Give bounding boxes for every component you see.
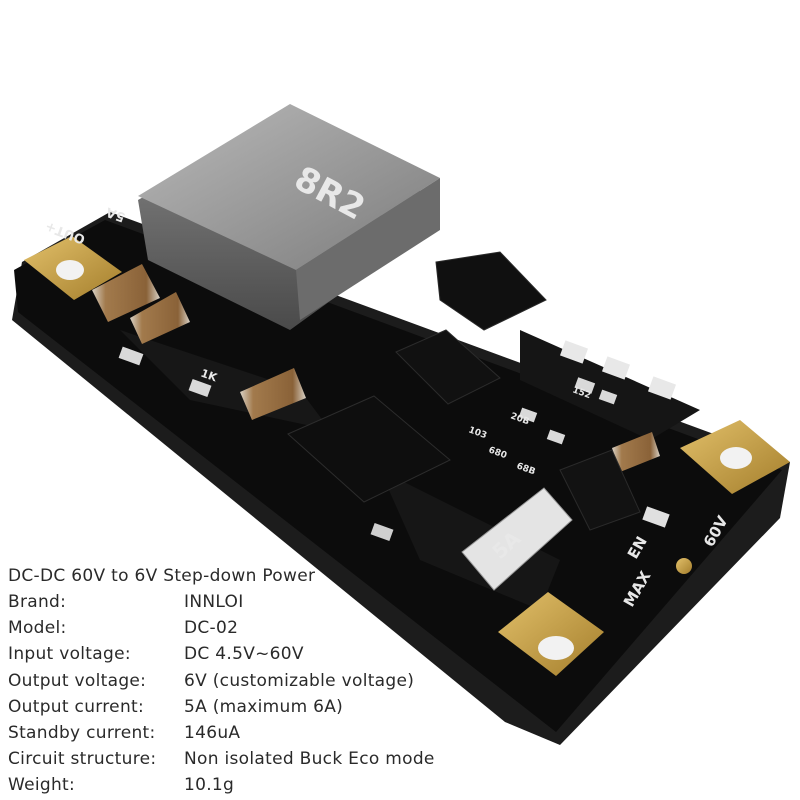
spec-value: Non isolated Buck Eco mode: [184, 749, 435, 770]
spec-row: Standby current: 146uA: [8, 720, 528, 746]
gold-pad-top-left: [24, 236, 122, 300]
spec-key: Output voltage:: [8, 670, 147, 691]
spec-row: Brand: INNLOI: [8, 589, 528, 615]
spec-row: Model: DC-02: [8, 615, 528, 641]
spec-key: Model:: [8, 618, 67, 639]
spec-value: 10.1g: [184, 775, 235, 796]
spec-value: DC 4.5V~60V: [184, 644, 304, 665]
spec-title: DC-DC 60V to 6V Step-down Power: [8, 566, 316, 586]
spec-row: Output voltage: 6V (customizable voltage…: [8, 668, 528, 694]
inductor: 8R2: [138, 104, 440, 330]
spec-list: DC-DC 60V to 6V Step-down Power Brand: I…: [8, 563, 528, 799]
fuse: 5A: [461, 487, 573, 591]
spec-row: Circuit structure: Non isolated Buck Eco…: [8, 746, 528, 772]
spec-row: Weight: 10.1g: [8, 772, 528, 798]
spec-key: Output current:: [8, 696, 145, 717]
ic-chips: [287, 251, 641, 531]
gold-pad-bottom: [498, 592, 604, 676]
spec-value: 6V (customizable voltage): [184, 670, 415, 691]
gold-pad-right: [680, 420, 790, 494]
resistor-a-label: 1K: [199, 367, 219, 385]
spec-value: INNLOI: [184, 592, 244, 612]
spec-key: Brand:: [8, 592, 67, 612]
spec-key: Input voltage:: [8, 644, 131, 665]
spec-row: Input voltage: DC 4.5V~60V: [8, 641, 528, 667]
capacitors: [92, 264, 660, 472]
out-current-label: 5A: [104, 204, 127, 225]
spec-value: DC-02: [184, 618, 239, 639]
spec-row: Output current: 5A (maximum 6A): [8, 694, 528, 720]
spec-key: Weight:: [8, 775, 76, 796]
spec-value: 5A (maximum 6A): [184, 696, 344, 717]
spec-key: Standby current:: [8, 722, 156, 743]
spec-key: Circuit structure:: [8, 749, 157, 770]
spec-value: 146uA: [184, 722, 241, 743]
gold-via: [676, 558, 692, 574]
